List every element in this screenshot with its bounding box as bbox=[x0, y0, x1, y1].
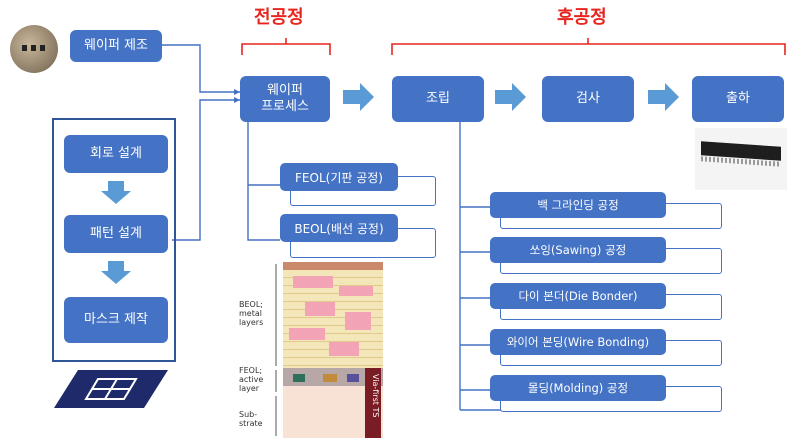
inspection-box[interactable]: 검사 bbox=[542, 76, 634, 122]
wafer-process-box[interactable]: 웨이퍼 프로세스 bbox=[240, 76, 330, 122]
mask-making-box[interactable]: 마스크 제작 bbox=[64, 297, 168, 343]
wafer-making-box[interactable]: 웨이퍼 제조 bbox=[70, 30, 162, 62]
layer-brackets bbox=[275, 264, 277, 436]
wafer-image bbox=[10, 25, 58, 73]
assembly-step-molding[interactable]: 몰딩(Molding) 공정 bbox=[490, 375, 666, 401]
chip-cross-section-figure: Via-first TS bbox=[283, 262, 383, 438]
assembly-step-back-grinding[interactable]: 백 그라인딩 공정 bbox=[490, 192, 666, 218]
feol-box[interactable]: FEOL(기판 공정) bbox=[280, 163, 398, 191]
chip-package-image bbox=[695, 128, 787, 190]
mask-icon bbox=[54, 370, 168, 408]
beol-box[interactable]: BEOL(배선 공정) bbox=[280, 214, 398, 242]
assembly-step-wire-bonding[interactable]: 와이어 본딩(Wire Bonding) bbox=[490, 329, 666, 355]
tsv-label: Via-first TS bbox=[371, 374, 380, 418]
substrate-label: Sub- strate bbox=[239, 410, 263, 429]
feol-layer-label: FEOL; active layer bbox=[239, 366, 264, 394]
design-group-frame bbox=[52, 118, 176, 362]
front-end-process-title: 전공정 bbox=[254, 7, 304, 28]
beol-layer-label: BEOL; metal layers bbox=[239, 300, 264, 328]
pattern-design-box[interactable]: 패턴 설계 bbox=[64, 215, 168, 253]
shipping-box[interactable]: 출하 bbox=[692, 76, 784, 122]
assembly-box[interactable]: 조립 bbox=[392, 76, 484, 122]
assembly-step-die-bonder[interactable]: 다이 본더(Die Bonder) bbox=[490, 283, 666, 309]
circuit-design-box[interactable]: 회로 설계 bbox=[64, 135, 168, 173]
back-end-process-title: 후공정 bbox=[557, 7, 607, 28]
assembly-step-sawing[interactable]: 쏘잉(Sawing) 공정 bbox=[490, 237, 666, 263]
